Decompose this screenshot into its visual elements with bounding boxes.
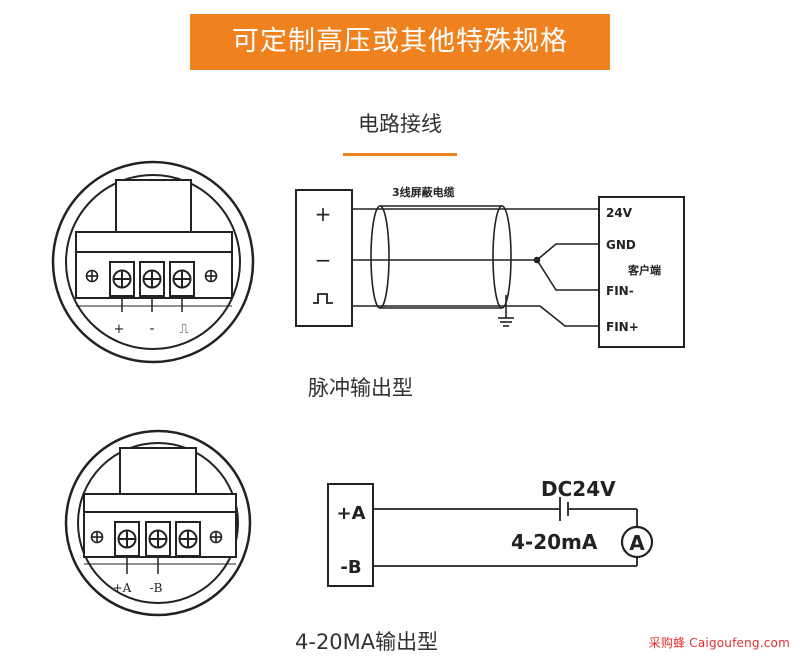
client-pin-gnd: GND (606, 238, 636, 252)
pulse-terminal-label-minus: - (149, 321, 154, 337)
current-diagram-caption: 4-20MA输出型 (295, 630, 439, 654)
pulse-terminal-label-plus: + (114, 322, 125, 337)
section-title-underline (343, 153, 457, 156)
ammeter-icon (620, 525, 654, 559)
pulse-diagram-caption: 脉冲输出型 (308, 376, 413, 400)
pulse-sensor-pin-pulse-icon (313, 293, 333, 304)
client-pin-fin-plus: FIN+ (606, 320, 639, 334)
current-loop-wiring (373, 497, 638, 567)
cable-label: 3线屏蔽电缆 (392, 185, 455, 199)
client-pin-24v: 24V (606, 206, 633, 220)
ammeter-symbol: A (629, 531, 645, 555)
current-terminal-label-minus-b: -B (150, 581, 163, 595)
client-box (598, 196, 685, 348)
current-sensor-pin-plus-a: +A (336, 503, 365, 524)
pulse-terminal-label-pulse: ⎍ (179, 322, 188, 337)
current-terminal-label-plus-a: +A (113, 581, 132, 595)
header-banner: 可定制高压或其他特殊规格 (190, 14, 610, 70)
section-title: 电路接线 (358, 112, 442, 136)
watermark: 采购蜂 Caigoufeng.com (648, 636, 790, 650)
pulse-sensor-pin-minus: − (315, 248, 332, 272)
current-terminal-leads (126, 556, 159, 574)
shielded-cable (352, 205, 599, 327)
meter-label: 4-20mA (511, 530, 598, 554)
pulse-sensor-pin-plus: + (315, 202, 332, 226)
current-sensor-box (327, 483, 374, 587)
pulse-terminal-leads (121, 296, 183, 312)
current-sensor-pin-minus-b: -B (340, 557, 361, 578)
pulse-sensor-box (295, 189, 353, 327)
supply-label: DC24V (541, 477, 616, 501)
client-pin-fin-minus: FIN- (606, 284, 634, 298)
client-label: 客户端 (627, 263, 661, 277)
